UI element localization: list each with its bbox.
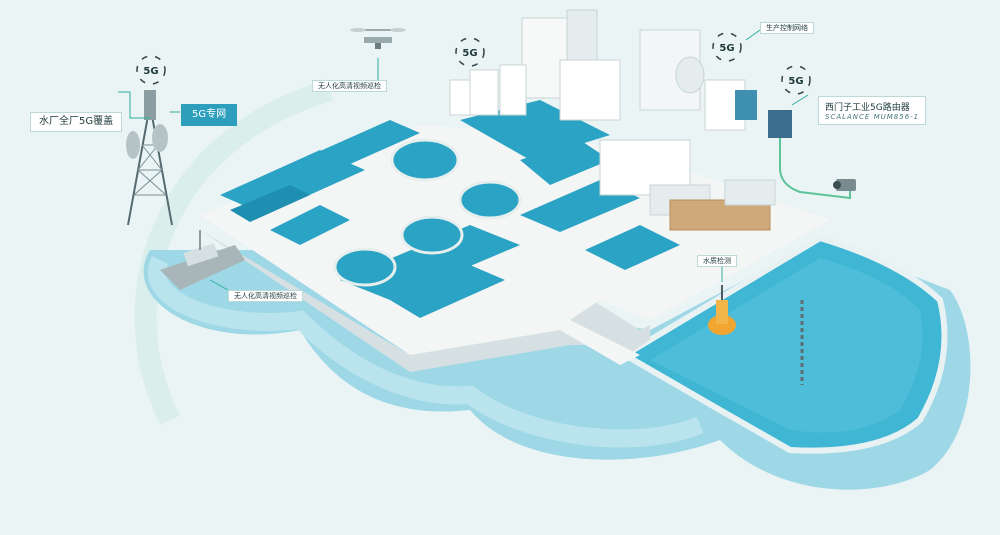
- water-quality-label: 水质检测: [697, 255, 737, 268]
- production-network-label: 生产控制网络: [760, 22, 814, 35]
- reservoir-inner: [650, 258, 923, 433]
- router-label: 西门子工业5G路由器 SCALANCE MUM856-1: [818, 96, 927, 125]
- svg-text:5G: 5G: [143, 66, 158, 77]
- drone-icon: [350, 28, 406, 49]
- router-title: 西门子工业5G路由器: [825, 103, 910, 113]
- svg-text:5G: 5G: [788, 76, 803, 87]
- boat-icon: [160, 230, 245, 290]
- factory-buildings: [449, 9, 776, 231]
- router-subtitle: SCALANCE MUM856-1: [825, 113, 920, 121]
- circular-clarifiers: [333, 138, 522, 287]
- production-network-line: [779, 138, 851, 200]
- router-icon: [735, 90, 792, 138]
- private-network-label: 5G专网: [181, 104, 238, 126]
- coverage-arc: [134, 79, 334, 425]
- buoy-icon: [708, 285, 736, 335]
- water-light: [148, 255, 704, 448]
- svg-text:5G: 5G: [719, 43, 734, 54]
- leader-lines: [118, 29, 809, 291]
- camera-icon: [833, 179, 856, 191]
- boat-inspection-label: 无人化高清视频巡检: [228, 290, 303, 303]
- cell-tower-icon: [126, 90, 173, 226]
- svg-text:5G: 5G: [462, 48, 477, 59]
- drone-inspection-label: 无人化高清视频巡检: [312, 80, 387, 93]
- coverage-label: 水厂全厂5G覆盖: [30, 112, 123, 132]
- signal-5g-icon: 5G 5G 5G 5G: [136, 32, 811, 95]
